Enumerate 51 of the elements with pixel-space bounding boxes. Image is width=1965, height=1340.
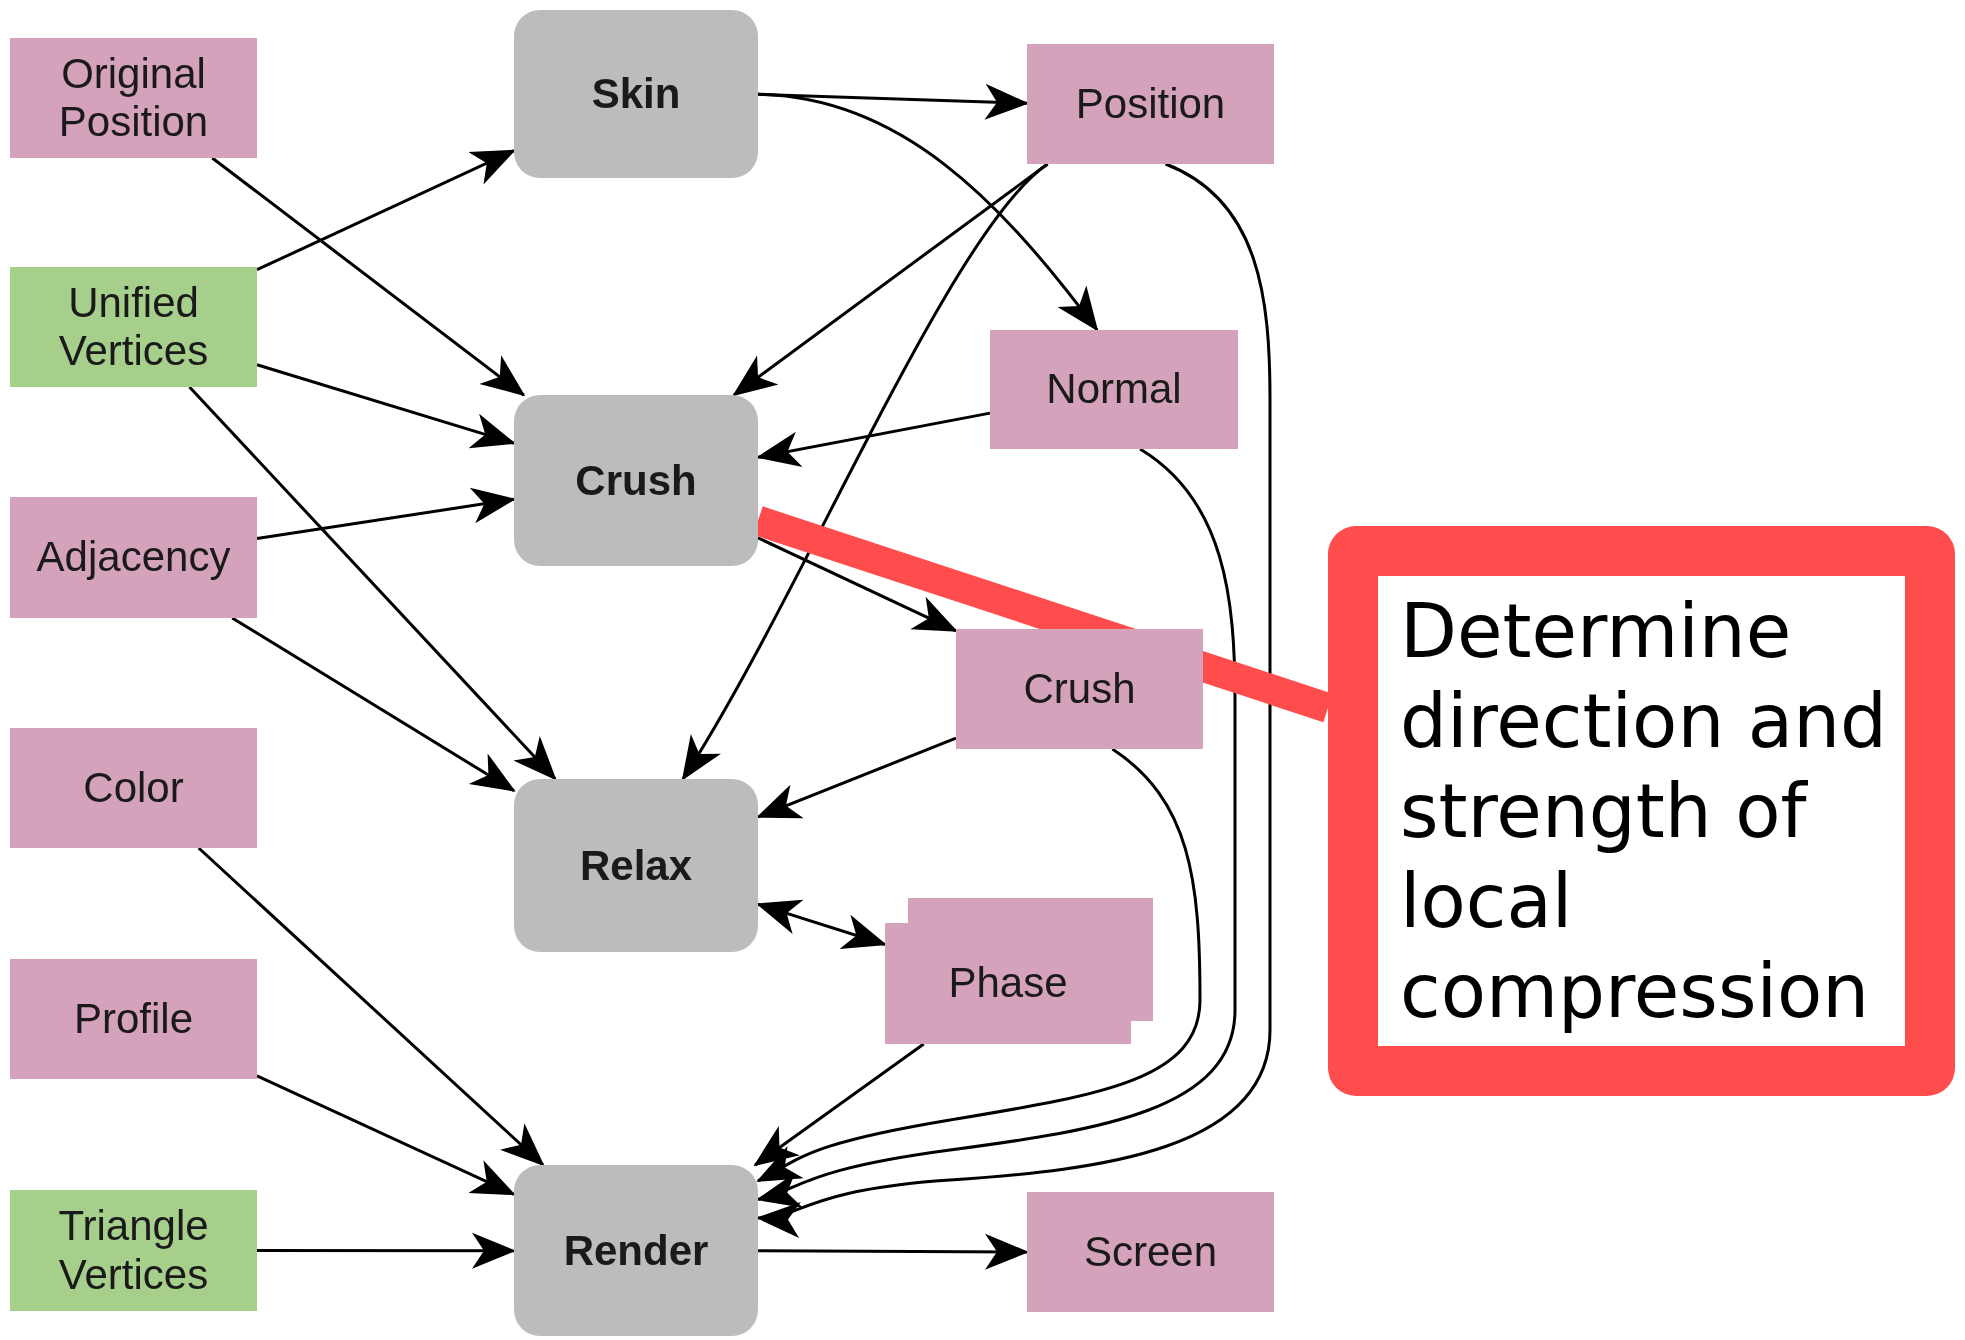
callout-box [1328,526,1955,1096]
data-box [1027,44,1274,164]
node-label: Position [1075,79,1226,129]
node-label: Phase [948,959,1068,1008]
data-box [10,497,257,618]
node-label: Profile [73,994,194,1044]
node-label: Color [83,763,184,813]
node-label: Adjacency [36,533,231,582]
data-box [956,629,1203,749]
input-box [10,267,257,387]
arrow [256,1074,516,1196]
node-label: Crush [1023,664,1136,714]
arrow [756,747,1202,1183]
node-label: Crush [575,456,697,505]
process-box [514,1165,758,1336]
node-label: Unified Vertices [57,278,210,376]
node-label: Screen [1083,1227,1218,1277]
node-label: Relax [579,841,693,890]
arrow [756,899,887,949]
process-box [514,395,758,566]
data-box [990,330,1238,449]
arrow [211,156,526,397]
arrow [756,736,957,819]
node-label: Skin [591,70,681,118]
node-label: Render [563,1226,709,1275]
arrow [753,1042,925,1167]
arrow [756,447,1237,1207]
arrow [757,536,958,633]
arrow [256,363,516,449]
arrow [188,385,557,781]
arrow [256,149,516,272]
node-label: Triangle Vertices [57,1202,210,1299]
callout-text: Determine direction and strength of local compression [1400,587,1889,1036]
data-box [10,38,257,158]
arrow [257,1232,516,1269]
arrow [681,162,1049,781]
arrow [197,846,545,1167]
arrow [231,616,516,792]
data-box [10,728,257,848]
arrow [756,162,1272,1236]
process-box [514,10,758,178]
input-box [10,1190,257,1311]
node-label: Original Position [57,49,210,147]
data-box [10,959,257,1079]
arrow [256,487,516,541]
arrow [756,411,991,468]
arrow [757,92,1099,332]
node-label: Normal [1046,365,1182,414]
data-box [1027,1192,1274,1312]
arrow [758,1233,1029,1270]
process-box [514,779,758,952]
